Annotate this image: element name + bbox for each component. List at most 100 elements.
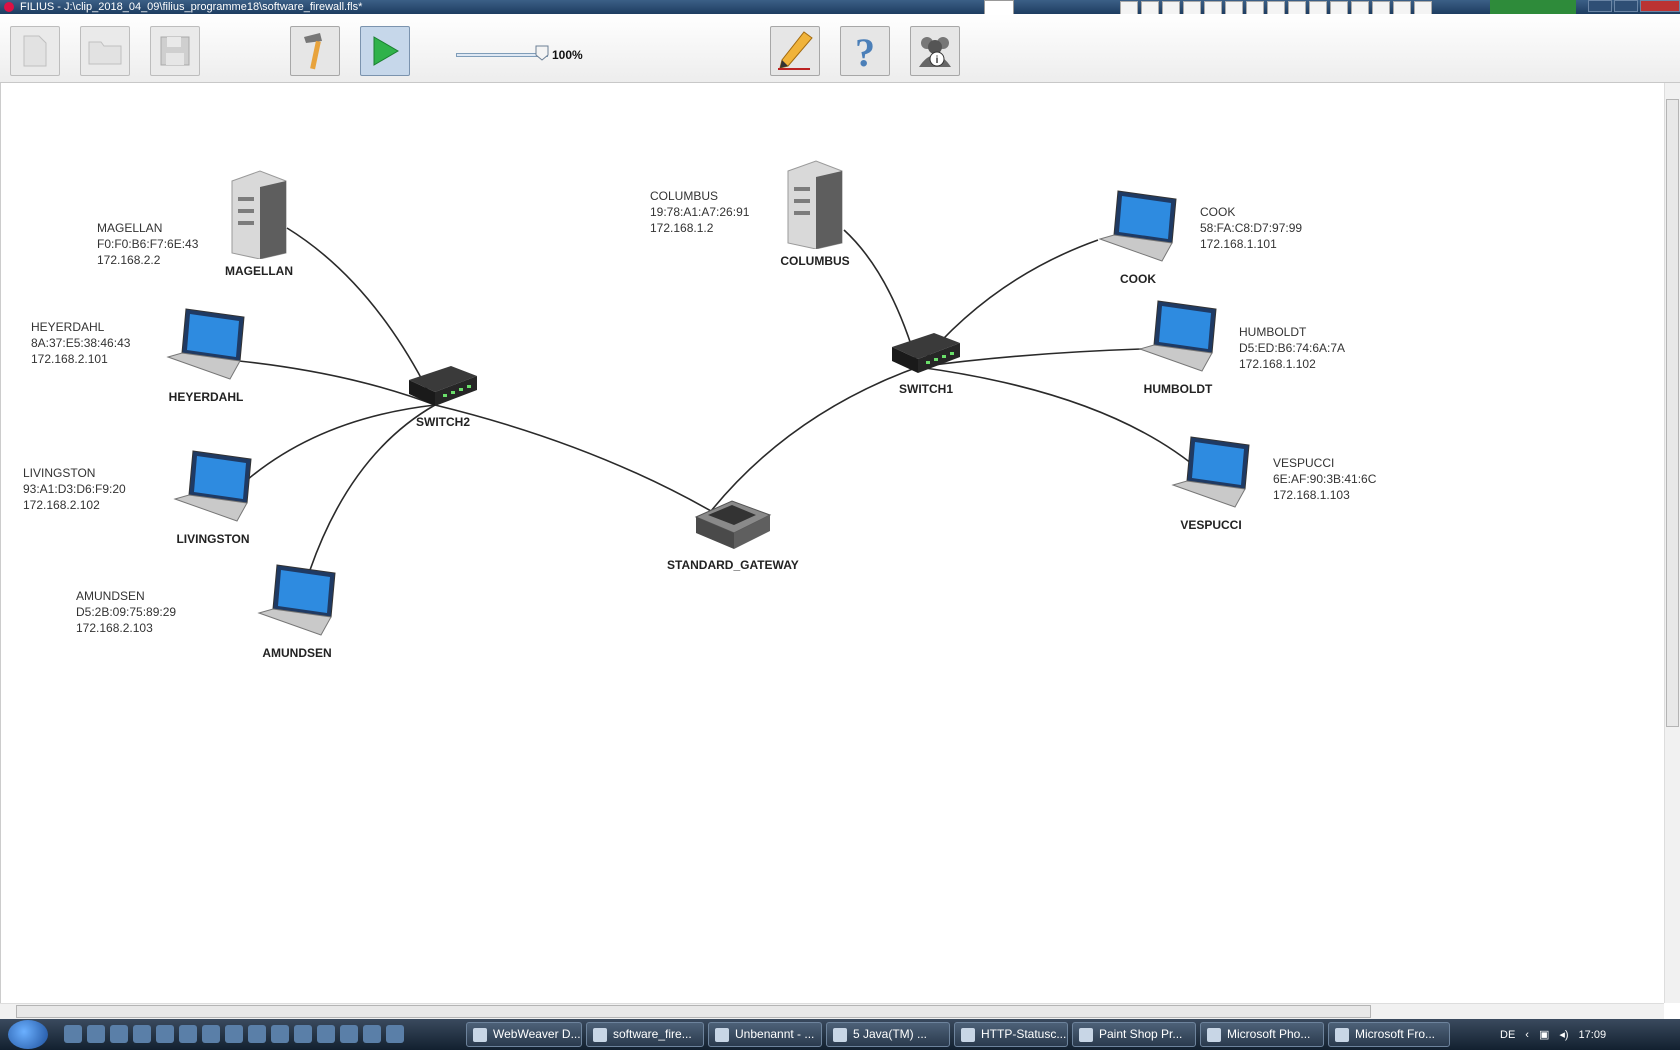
minimize-button[interactable]	[1588, 0, 1612, 12]
node-label: SWITCH2	[416, 415, 470, 429]
magellan-info-label: MAGELLAN F0:F0:B6:F7:6E:43 172.168.2.2	[97, 220, 198, 268]
laptop-node-livingston[interactable]: LIVINGSTON	[163, 447, 263, 546]
laptop-node-amundsen[interactable]: AMUNDSEN	[247, 561, 347, 660]
start-button[interactable]	[8, 1020, 48, 1049]
maximize-button[interactable]	[1614, 0, 1638, 12]
app-icon	[473, 1027, 487, 1042]
design-mode-button[interactable]	[290, 26, 340, 76]
about-button[interactable]: i	[910, 26, 960, 76]
cook-info-label: COOK 58:FA:C8:D7:97:99 172.168.1.101	[1200, 204, 1302, 252]
help-button[interactable]: ?	[840, 26, 890, 76]
network-cable-heyerdahl-switch2[interactable]	[238, 360, 436, 406]
close-button[interactable]	[1640, 0, 1680, 12]
people-info-icon: i	[919, 37, 951, 67]
taskbar-button[interactable]: Unbenannt - ...	[708, 1022, 822, 1047]
quick-launch-icon[interactable]	[386, 1025, 404, 1043]
info-line: F0:F0:B6:F7:6E:43	[97, 237, 199, 251]
quick-launch-icon[interactable]	[202, 1025, 220, 1043]
node-label: HUMBOLDT	[1143, 382, 1213, 396]
network-canvas[interactable]: MAGELLAN F0:F0:B6:F7:6E:43 172.168.2.2 H…	[0, 83, 1665, 1003]
taskbar-button[interactable]: 5 Java(TM) ...	[826, 1022, 950, 1047]
network-cable-livingston-switch2[interactable]	[246, 404, 436, 481]
save-file-button[interactable]	[150, 26, 200, 76]
laptop-node-humboldt[interactable]: HUMBOLDT	[1128, 297, 1228, 396]
documentation-button[interactable]	[770, 26, 820, 76]
filius-app-icon	[4, 2, 14, 12]
clock[interactable]: 17:09	[1578, 1028, 1607, 1041]
info-line: COLUMBUS	[650, 189, 719, 203]
laptop-icon	[173, 450, 252, 522]
network-links	[238, 227, 1204, 571]
open-file-button[interactable]	[80, 26, 130, 76]
switch-node-switch2[interactable]: SWITCH2	[393, 358, 493, 429]
horizontal-scrollbar[interactable]	[0, 1003, 1664, 1019]
quick-launch-icon[interactable]	[133, 1025, 151, 1043]
server-node-magellan[interactable]: MAGELLAN	[209, 167, 309, 278]
system-tray: DE ‹ ▣ ◂) 17:09	[1500, 1019, 1606, 1050]
network-cable-gateway-switch1[interactable]	[710, 366, 919, 512]
quick-launch-icon[interactable]	[179, 1025, 197, 1043]
language-indicator[interactable]: DE	[1500, 1028, 1516, 1041]
simulation-mode-button[interactable]	[360, 26, 410, 76]
quick-launch-icon[interactable]	[110, 1025, 128, 1043]
taskbar-button[interactable]: Microsoft Pho...	[1200, 1022, 1324, 1047]
columbus-info-label: COLUMBUS 19:78:A1:A7:26:91 172.168.1.2	[650, 188, 749, 236]
info-line: VESPUCCI	[1273, 456, 1335, 470]
laptop-icon	[166, 308, 245, 380]
tray-expand-icon[interactable]: ‹	[1525, 1028, 1529, 1041]
vertical-scroll-thumb[interactable]	[1666, 99, 1679, 727]
taskbar-button-label: software_fire...	[613, 1027, 692, 1041]
taskbar-button-label: Microsoft Fro...	[1355, 1027, 1436, 1041]
quick-launch-icon[interactable]	[248, 1025, 266, 1043]
info-line: 8A:37:E5:38:46:43	[31, 336, 131, 350]
zoom-slider-thumb[interactable]	[535, 45, 549, 61]
quick-launch-icon[interactable]	[363, 1025, 381, 1043]
quick-launch-icon[interactable]	[156, 1025, 174, 1043]
taskbar-button[interactable]: HTTP-Statusc...	[954, 1022, 1068, 1047]
network-icon[interactable]: ▣	[1538, 1029, 1550, 1041]
switch-node-switch1[interactable]: SWITCH1	[876, 325, 976, 396]
zoom-slider[interactable]: 100%	[456, 44, 586, 64]
laptop-node-cook[interactable]: COOK	[1088, 187, 1188, 286]
info-line: 19:78:A1:A7:26:91	[650, 205, 750, 219]
livingston-info-label: LIVINGSTON 93:A1:D3:D6:F9:20 172.168.2.1…	[23, 465, 126, 513]
quick-launch-icon[interactable]	[317, 1025, 335, 1043]
info-line: 172.168.2.101	[31, 352, 108, 366]
taskbar-button[interactable]: software_fire...	[586, 1022, 704, 1047]
laptop-node-heyerdahl[interactable]: HEYERDAHL	[156, 305, 256, 404]
network-cable-switch2-gateway[interactable]	[434, 404, 712, 512]
server-icon	[787, 160, 843, 250]
window-title: FILIUS - J:\clip_2018_04_09\filius_progr…	[20, 1, 363, 13]
laptop-icon	[1098, 190, 1177, 262]
network-cable-humboldt-switch1[interactable]	[917, 348, 1142, 368]
info-line: HEYERDAHL	[31, 320, 105, 334]
vertical-scrollbar[interactable]	[1664, 83, 1680, 1003]
app-icon	[1207, 1027, 1221, 1042]
quick-launch-icon[interactable]	[294, 1025, 312, 1043]
horizontal-scroll-thumb[interactable]	[16, 1005, 1371, 1018]
info-line: 172.168.1.2	[650, 221, 714, 235]
new-file-button[interactable]	[10, 26, 60, 76]
quick-launch-icon[interactable]	[340, 1025, 358, 1043]
taskbar-button[interactable]: WebWeaver D...	[466, 1022, 582, 1047]
info-line: LIVINGSTON	[23, 466, 96, 480]
taskbar-button[interactable]: Microsoft Fro...	[1328, 1022, 1450, 1047]
node-label: HEYERDAHL	[168, 390, 244, 404]
info-line: 93:A1:D3:D6:F9:20	[23, 482, 126, 496]
network-cable-magellan-switch2[interactable]	[286, 227, 436, 406]
network-cable-vespucci-switch1[interactable]	[917, 366, 1204, 474]
volume-icon[interactable]: ◂)	[1559, 1029, 1569, 1041]
info-line: D5:2B:09:75:89:29	[76, 605, 177, 619]
quick-launch-icon[interactable]	[87, 1025, 105, 1043]
quick-launch-icon[interactable]	[271, 1025, 289, 1043]
network-cable-amundsen-switch2[interactable]	[309, 404, 436, 571]
quick-launch-icon[interactable]	[64, 1025, 82, 1043]
laptop-node-vespucci[interactable]: VESPUCCI	[1161, 433, 1261, 532]
router-node-standard-gateway[interactable]: STANDARD_GATEWAY	[667, 493, 799, 572]
taskbar-button[interactable]: Paint Shop Pr...	[1072, 1022, 1196, 1047]
taskbar-button-label: Microsoft Pho...	[1227, 1027, 1311, 1041]
node-label: SWITCH1	[899, 382, 953, 396]
info-line: 172.168.2.2	[97, 253, 161, 267]
quick-launch-icon[interactable]	[225, 1025, 243, 1043]
server-node-columbus[interactable]: COLUMBUS	[765, 157, 865, 268]
